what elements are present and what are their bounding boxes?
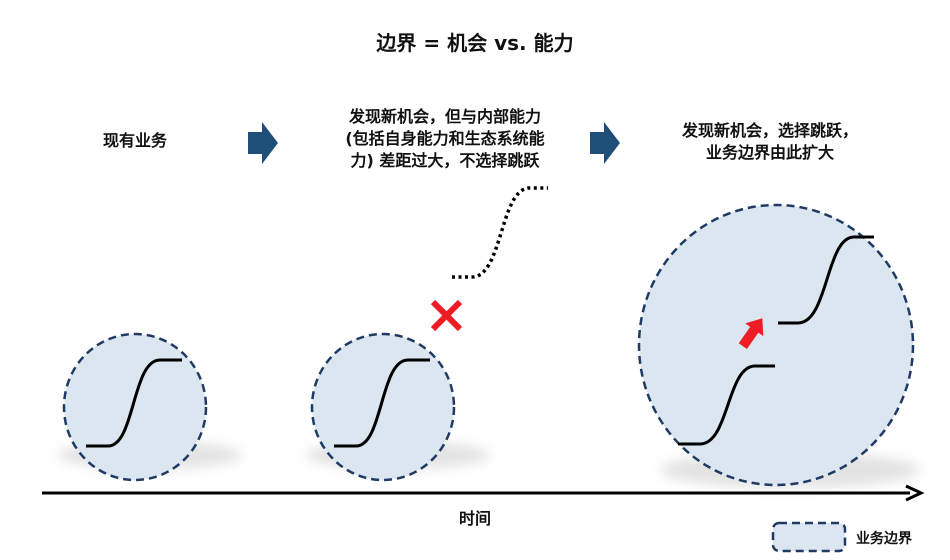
legend-swatch <box>771 521 847 553</box>
s-curve <box>678 364 775 446</box>
business-boundary-1 <box>58 332 242 482</box>
up-right-arrow-icon <box>738 318 764 349</box>
stage-2-label: 发现新机会，但与内部能力 (包括自身能力和生态系统能 力) 差距过大，不选择跳跃 <box>345 107 545 170</box>
stage-3-label: 发现新机会，选择跳跃， 业务边界由此扩大 <box>681 121 858 162</box>
business-boundary-2 <box>306 332 490 482</box>
right-arrow-icon <box>248 122 278 164</box>
rejected-opportunity-curve <box>452 186 548 279</box>
business-boundary-3 <box>637 203 920 488</box>
right-arrow-icon <box>590 122 620 164</box>
diagram-title: 边界 = 机会 vs. 能力 <box>376 31 574 55</box>
time-axis-label: 时间 <box>458 509 491 528</box>
s-curve <box>86 358 182 448</box>
s-curve <box>334 358 430 448</box>
s-curve <box>778 235 874 325</box>
cross-icon <box>430 299 463 332</box>
time-axis <box>42 484 925 502</box>
stage-1-label: 现有业务 <box>102 131 167 150</box>
legend-label: 业务边界 <box>856 531 912 547</box>
